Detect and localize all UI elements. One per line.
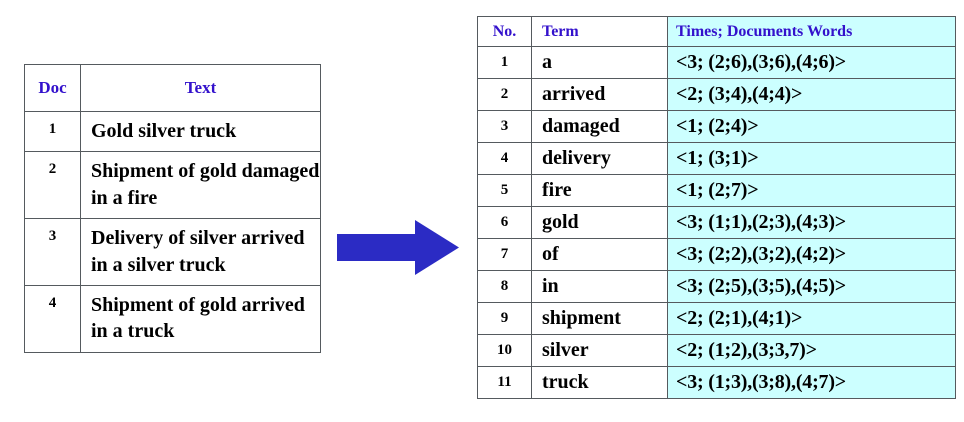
table-row: 3 Delivery of silver arrived in a silver… bbox=[24, 218, 321, 286]
index-no: 1 bbox=[477, 46, 532, 79]
column-header-term: Term bbox=[531, 16, 668, 47]
table-row: 2 Shipment of gold damaged in a fire bbox=[24, 151, 321, 220]
doc-number: 2 bbox=[24, 151, 81, 220]
index-term: delivery bbox=[531, 142, 668, 175]
inverted-index-table: No. Term Times; Documents Words 1 a <3; … bbox=[477, 16, 956, 399]
index-posting: <3; (1;1),(2;3),(4;3)> bbox=[667, 206, 956, 239]
doc-number: 1 bbox=[24, 110, 81, 153]
table-row: 6 gold <3; (1;1),(2;3),(4;3)> bbox=[477, 206, 956, 239]
table-header-row: Doc Text bbox=[24, 64, 321, 112]
table-row: 10 silver <2; (1;2),(3;3,7)> bbox=[477, 334, 956, 367]
table-header-row: No. Term Times; Documents Words bbox=[477, 16, 956, 47]
index-posting: <2; (2;1),(4;1)> bbox=[667, 302, 956, 335]
index-no: 9 bbox=[477, 302, 532, 335]
table-row: 2 arrived <2; (3;4),(4;4)> bbox=[477, 78, 956, 111]
index-no: 7 bbox=[477, 238, 532, 271]
index-term: fire bbox=[531, 174, 668, 207]
index-term: truck bbox=[531, 366, 668, 399]
index-posting: <3; (2;2),(3;2),(4;2)> bbox=[667, 238, 956, 271]
index-no: 10 bbox=[477, 334, 532, 367]
doc-text: Shipment of gold damaged in a fire bbox=[80, 151, 321, 220]
index-no: 4 bbox=[477, 142, 532, 175]
index-term: gold bbox=[531, 206, 668, 239]
table-row: 11 truck <3; (1;3),(3;8),(4;7)> bbox=[477, 366, 956, 399]
index-no: 5 bbox=[477, 174, 532, 207]
index-term: damaged bbox=[531, 110, 668, 143]
index-no: 3 bbox=[477, 110, 532, 143]
table-row: 8 in <3; (2;5),(3;5),(4;5)> bbox=[477, 270, 956, 303]
index-posting: <3; (1;3),(3;8),(4;7)> bbox=[667, 366, 956, 399]
index-no: 6 bbox=[477, 206, 532, 239]
table-row: 7 of <3; (2;2),(3;2),(4;2)> bbox=[477, 238, 956, 271]
index-posting: <3; (2;6),(3;6),(4;6)> bbox=[667, 46, 956, 79]
column-header-no: No. bbox=[477, 16, 532, 47]
doc-number: 4 bbox=[24, 284, 81, 353]
table-row: 9 shipment <2; (2;1),(4;1)> bbox=[477, 302, 956, 335]
index-no: 8 bbox=[477, 270, 532, 303]
table-row: 4 delivery <1; (3;1)> bbox=[477, 142, 956, 175]
doc-number: 3 bbox=[24, 218, 81, 286]
index-posting: <2; (1;2),(3;3,7)> bbox=[667, 334, 956, 367]
table-row: 5 fire <1; (2;7)> bbox=[477, 174, 956, 207]
table-row: 1 Gold silver truck bbox=[24, 110, 321, 153]
table-row: 4 Shipment of gold arrived in a truck bbox=[24, 284, 321, 353]
right-arrow-icon bbox=[337, 220, 459, 275]
index-posting: <1; (2;7)> bbox=[667, 174, 956, 207]
table-row: 1 a <3; (2;6),(3;6),(4;6)> bbox=[477, 46, 956, 79]
index-term: silver bbox=[531, 334, 668, 367]
index-no: 2 bbox=[477, 78, 532, 111]
index-posting: <3; (2;5),(3;5),(4;5)> bbox=[667, 270, 956, 303]
index-posting: <2; (3;4),(4;4)> bbox=[667, 78, 956, 111]
index-term: of bbox=[531, 238, 668, 271]
index-posting: <1; (2;4)> bbox=[667, 110, 956, 143]
column-header-posting: Times; Documents Words bbox=[667, 16, 956, 47]
document-collection-table: Doc Text 1 Gold silver truck 2 Shipment … bbox=[24, 64, 321, 353]
index-term: shipment bbox=[531, 302, 668, 335]
doc-text: Shipment of gold arrived in a truck bbox=[80, 284, 321, 353]
column-header-doc: Doc bbox=[24, 64, 81, 112]
index-term: in bbox=[531, 270, 668, 303]
table-row: 3 damaged <1; (2;4)> bbox=[477, 110, 956, 143]
index-no: 11 bbox=[477, 366, 532, 399]
index-term: arrived bbox=[531, 78, 668, 111]
doc-text: Delivery of silver arrived in a silver t… bbox=[80, 218, 321, 286]
doc-text: Gold silver truck bbox=[80, 110, 321, 153]
column-header-text: Text bbox=[80, 64, 321, 112]
index-posting: <1; (3;1)> bbox=[667, 142, 956, 175]
index-term: a bbox=[531, 46, 668, 79]
